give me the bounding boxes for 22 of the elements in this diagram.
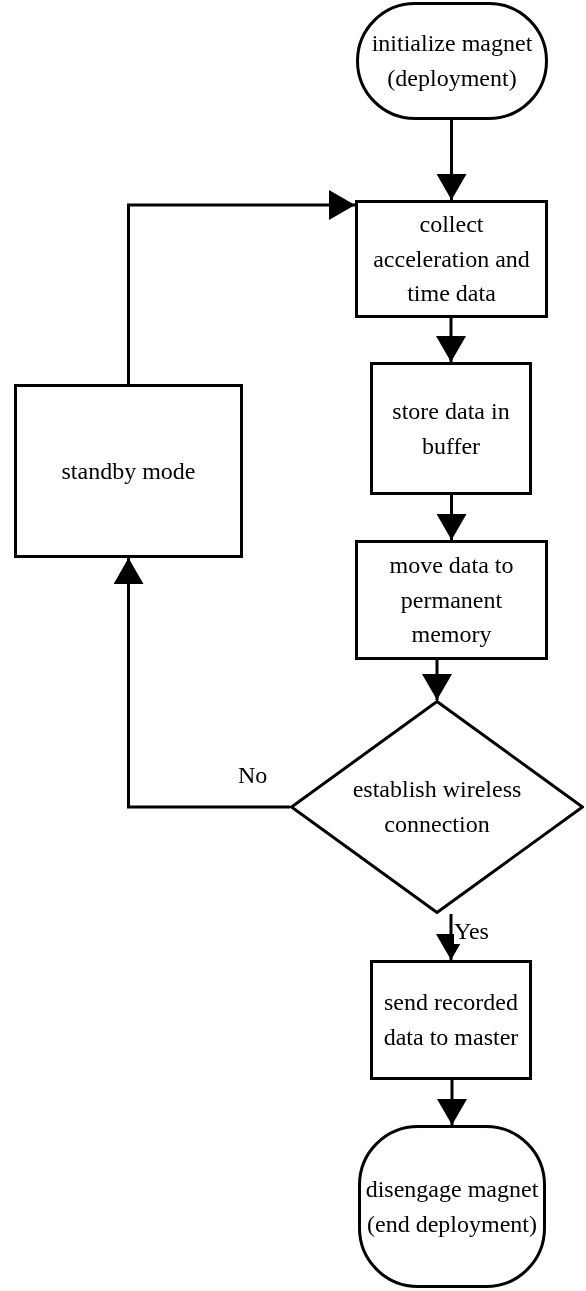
process-box <box>370 960 532 1080</box>
arrow <box>436 318 466 362</box>
process-box <box>14 384 243 558</box>
terminal-box <box>358 1125 546 1288</box>
step-text: move data to permanent memory <box>388 550 515 650</box>
arrow <box>437 1080 467 1125</box>
arrow <box>436 120 467 200</box>
step-text: standby mode <box>60 456 197 486</box>
step-text: initialize magnet (deployment) <box>370 29 534 93</box>
process-box <box>370 362 532 495</box>
arrow <box>422 660 452 700</box>
step-text: collect acceleration and time data <box>372 209 531 309</box>
arrow <box>113 558 290 809</box>
arrow <box>127 190 355 384</box>
step-text: send recorded data to master <box>382 988 520 1052</box>
step-text: disengage magnet (end deployment) <box>364 1174 540 1239</box>
arrow <box>436 495 467 540</box>
step-text: store data in buffer <box>391 396 511 461</box>
process-box <box>355 540 548 660</box>
process-box <box>355 200 548 318</box>
step-text: establish wireless connection <box>351 775 523 839</box>
decision-diamond <box>290 700 584 914</box>
